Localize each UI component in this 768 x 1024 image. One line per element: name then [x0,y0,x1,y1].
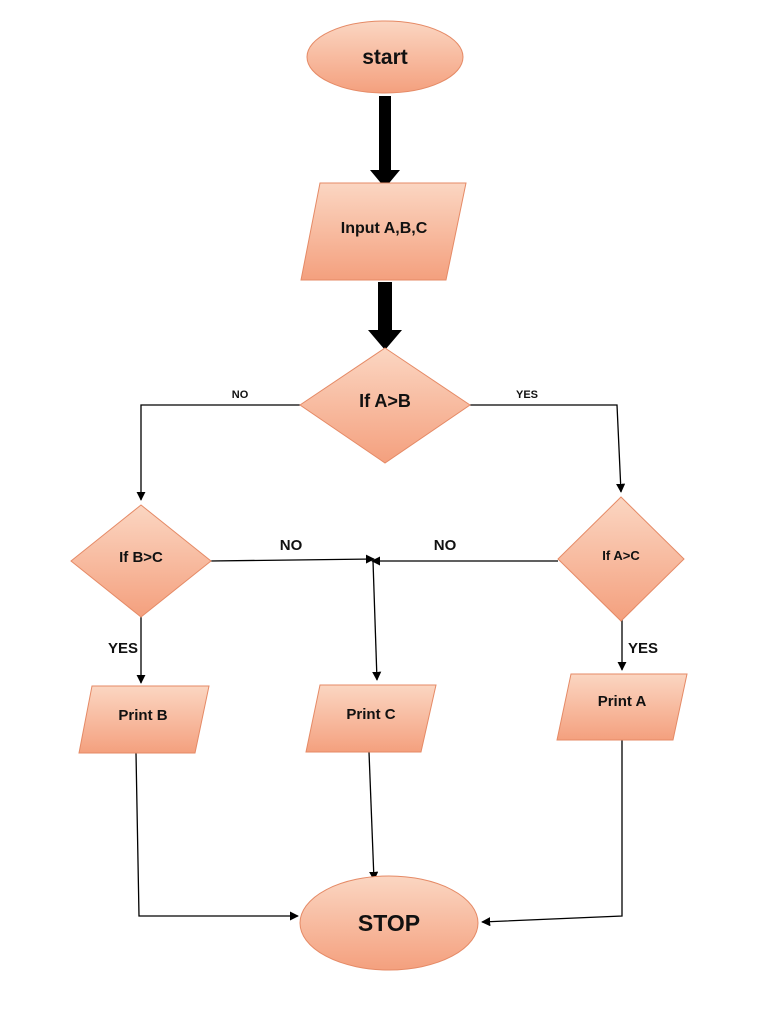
print-a-node: Print A [556,673,688,741]
print-c-node: Print C [305,684,437,753]
edges [135,96,627,927]
start-label: start [362,46,408,69]
print-b-label: Print B [118,707,167,724]
decision-a-gt-c-label: If A>C [602,548,640,563]
edge-cond-ab-no [136,404,300,501]
edge-labels: NO YES NO NO YES YES [108,389,658,657]
nodes: start Input A,B,C If A>B If B>C If A>C P… [70,20,688,971]
input-label: Input A,B,C [341,220,428,237]
edge-print-a-to-stop [481,740,623,927]
label-ab-yes: YES [516,389,538,401]
edge-cond-ab-yes [470,404,626,493]
label-ac-yes: YES [628,640,658,657]
stop-node: STOP [299,875,479,971]
stop-label: STOP [358,910,420,936]
start-node: start [306,20,464,94]
edge-input-to-cond-ab [368,282,402,350]
decision-a-gt-b-label: If A>B [359,391,411,411]
input-node: Input A,B,C [300,182,467,281]
label-ab-no: NO [232,389,249,401]
decision-b-gt-c: If B>C [70,504,212,618]
edge-junction-to-print-c [372,560,382,681]
print-a-label: Print A [598,693,647,710]
label-ac-no: NO [434,537,457,554]
decision-a-gt-b: If A>B [299,347,471,464]
print-b-node: Print B [78,685,210,754]
edge-start-to-input [370,96,400,188]
print-c-label: Print C [346,706,395,723]
label-bc-yes: YES [108,640,138,657]
decision-b-gt-c-label: If B>C [119,549,163,566]
decision-a-gt-c: If A>C [557,496,685,622]
label-bc-no: NO [280,537,303,554]
edge-print-c-to-stop [368,751,379,881]
edge-print-b-to-stop [135,752,299,921]
edge-cond-bc-no [209,554,375,564]
